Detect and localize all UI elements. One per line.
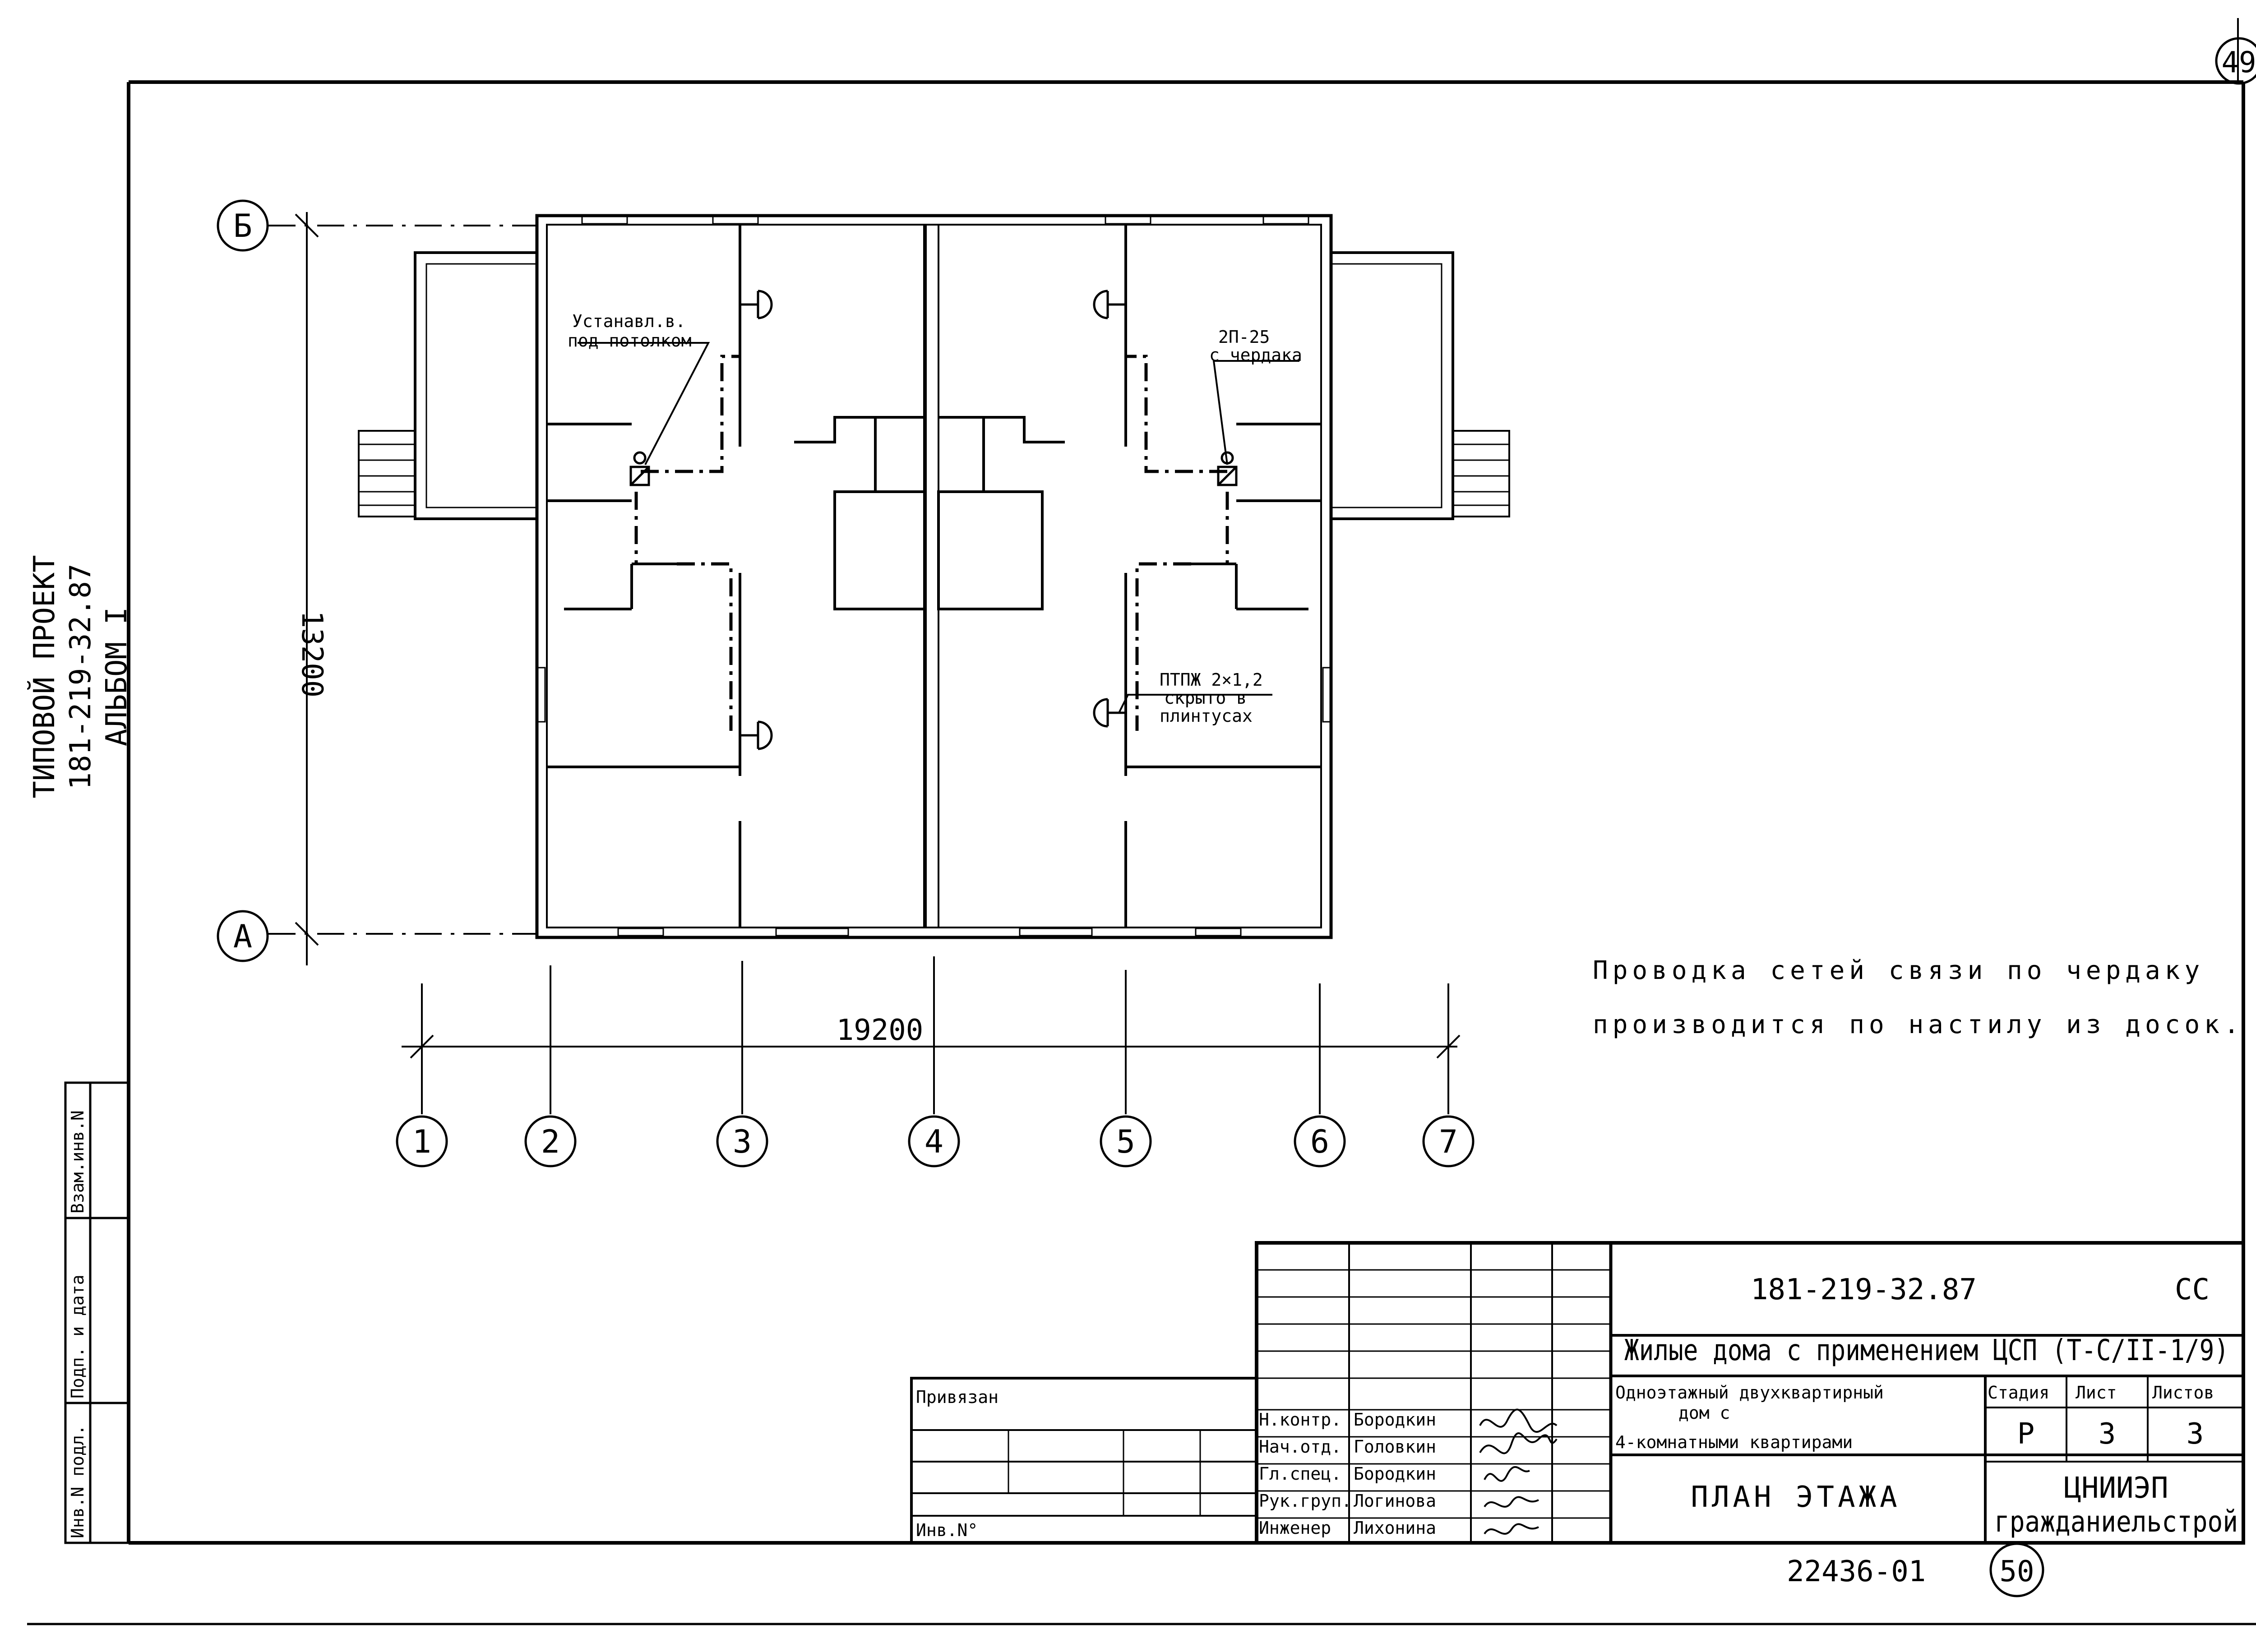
label-install-2: под потолком [568, 331, 692, 351]
side-label-line3: АЛЬБОМ I [100, 607, 134, 746]
sheet-value: 3 [2099, 1417, 2116, 1451]
title-mark: СС [2175, 1273, 2210, 1306]
name-2: Головкин [1354, 1437, 1436, 1457]
title-doc-code: 181-219-32.87 [1751, 1273, 1977, 1306]
cable-runs [634, 355, 1229, 731]
bound-label: Привязан [916, 1387, 999, 1407]
label-box-2: с чердака [1209, 345, 1302, 365]
title-series: Жилые дома с применением ЦСП (Т-С/II-1/9… [1624, 1334, 2229, 1367]
socket-1 [740, 290, 773, 319]
socket-3 [740, 720, 773, 750]
junction-boxes [629, 451, 1238, 486]
axis-col-7: 7 [1439, 1123, 1458, 1160]
title-sheet-title: ПЛАН ЭТАЖА [1691, 1481, 1900, 1514]
socket-4 [1093, 698, 1126, 728]
title-block [910, 1241, 2245, 1545]
stage-value: Р [2017, 1417, 2035, 1451]
stamp-label-2: Подп. и дата [68, 1274, 88, 1398]
stamp-label-1: Взам.инв.N [68, 1110, 88, 1214]
page-number-circle [2215, 37, 2256, 85]
archive-number: 22436-01 [1787, 1555, 1926, 1588]
role-3: Гл.спец. [1259, 1464, 1341, 1484]
org-name-2: гражданиельстрой [1994, 1505, 2238, 1539]
telephone-sockets [740, 290, 1126, 750]
side-label: ТИПОВОЙ ПРОЕКТ 181-219-32.87 АЛЬБОМ I [27, 555, 134, 798]
inv-label: Инв.N° [916, 1520, 978, 1540]
name-4: Логинова [1354, 1491, 1436, 1511]
label-wire-2: скрыто в [1164, 688, 1247, 708]
side-label-line1: ТИПОВОЙ ПРОЕКТ [27, 555, 61, 798]
dimension-width: 19200 [837, 1014, 924, 1047]
org-name-1: ЦНИИЭП [2064, 1472, 2168, 1505]
label-install-1: Устанавл.в. [572, 311, 686, 331]
role-4: Рук.груп. [1259, 1491, 1352, 1511]
stamp-label-3: Инв.N подл. [68, 1425, 88, 1538]
axis-col-2: 2 [541, 1123, 560, 1160]
name-1: Бородкин [1354, 1410, 1436, 1430]
title-object-2: дом с [1678, 1403, 1730, 1423]
bottom-number: 50 [1999, 1555, 2034, 1588]
role-1: Н.контр. [1259, 1410, 1341, 1430]
axis-col-6: 6 [1310, 1123, 1329, 1160]
socket-2 [1093, 290, 1126, 319]
axis-col-5: 5 [1116, 1123, 1135, 1160]
name-3: Бородкин [1354, 1464, 1436, 1484]
title-object-3: 4-комнатными квартирами [1615, 1432, 1853, 1452]
axis-col-4: 4 [925, 1123, 943, 1160]
leader-lines [578, 342, 1299, 713]
row-axes [217, 199, 537, 965]
axis-row-a: А [233, 918, 252, 955]
label-wire-3: плинтусах [1160, 706, 1253, 726]
signatures [1479, 1408, 1558, 1535]
page-number: 49 [2221, 46, 2256, 79]
axis-col-1: 1 [412, 1123, 431, 1160]
sheet-frame [27, 18, 2256, 1625]
title-object-1: Одноэтажный двухквартирный [1615, 1383, 1884, 1403]
side-label-line2: 181-219-32.87 [64, 564, 97, 790]
stage-header: Стадия [1988, 1383, 2049, 1403]
axis-row-b: Б [233, 208, 252, 245]
sheet-header: Лист [2076, 1383, 2117, 1403]
label-box-1: 2П-25 [1218, 327, 1270, 347]
note-line-2: производится по настилу из досок. [1593, 1010, 2244, 1039]
sheets-value: 3 [2187, 1417, 2204, 1451]
name-5: Лихонина [1354, 1518, 1436, 1538]
role-5: Инженер [1259, 1518, 1331, 1538]
note-line-1: Проводка сетей связи по чердаку [1593, 956, 2204, 985]
left-stamp [64, 1081, 130, 1544]
role-2: Нач.отд. [1259, 1437, 1341, 1457]
label-wire-1: ПТПЖ 2×1,2 [1160, 670, 1263, 690]
sheets-header: Листов [2152, 1383, 2214, 1403]
axis-col-3: 3 [733, 1123, 752, 1160]
floor-plan [358, 214, 1510, 939]
column-axes [396, 956, 1475, 1167]
dimension-height: 13200 [295, 611, 328, 698]
bottom-number-circle [1989, 1542, 2044, 1597]
